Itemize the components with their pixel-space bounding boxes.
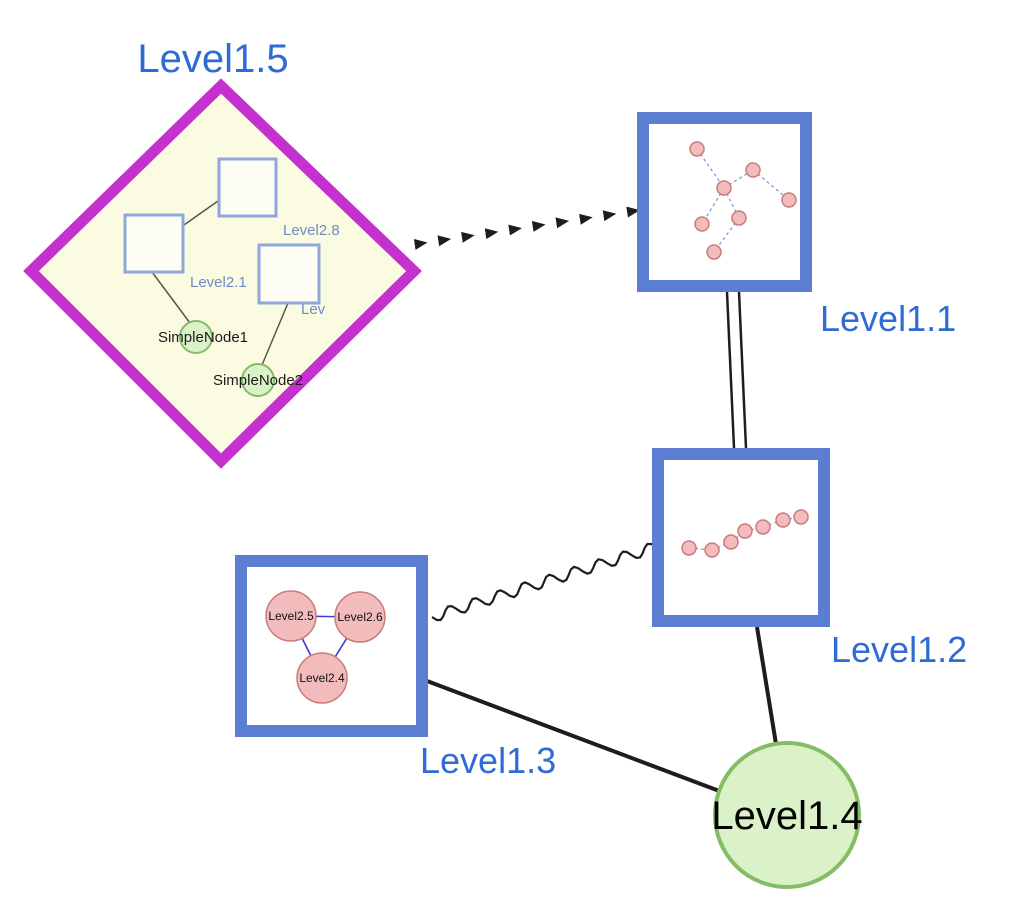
mini-node[interactable] — [716, 180, 732, 196]
mini-node[interactable] — [704, 542, 720, 558]
simplenode2-label: SimpleNode2 — [213, 372, 303, 389]
double-edge-line[interactable] — [737, 291, 748, 449]
level24-circle[interactable] — [296, 652, 348, 704]
level13-label: Level1.3 — [420, 740, 556, 781]
mini-node[interactable] — [781, 192, 797, 208]
mini-node[interactable] — [745, 162, 761, 178]
mini-node[interactable] — [731, 210, 747, 226]
level25-circle[interactable] — [265, 590, 317, 642]
mini-edge[interactable] — [696, 148, 725, 189]
inner-edge-square-simplenode1[interactable] — [151, 271, 191, 324]
level11-box[interactable] — [637, 112, 812, 292]
edge-level13-level14[interactable] — [426, 679, 723, 794]
mini-node[interactable] — [737, 523, 753, 539]
level15-label: Level1.5 — [137, 37, 288, 81]
level24-label: Level2.4 — [299, 671, 345, 685]
node-level13: Level2.5 Level2.6 Level2.4 Level1.3 — [235, 555, 556, 781]
inner-square-node-left[interactable] — [123, 213, 185, 274]
lev-label: Lev — [301, 301, 326, 318]
level25-label: Level2.5 — [268, 609, 314, 623]
level11-label: Level1.1 — [820, 298, 956, 339]
edge-level12-level14[interactable] — [755, 626, 778, 745]
simplenode1-circle[interactable] — [179, 320, 213, 354]
mini-node[interactable] — [755, 519, 771, 535]
edge-level11-level12[interactable] — [725, 291, 748, 449]
level12-label: Level1.2 — [831, 629, 967, 670]
edge-level13-level12[interactable] — [431, 542, 657, 622]
mini-edge[interactable] — [752, 169, 790, 201]
node-level12: Level1.2 — [652, 448, 967, 670]
level14-circle[interactable] — [713, 741, 861, 889]
level14-label: Level1.4 — [711, 794, 862, 838]
level21-label: Level2.1 — [190, 274, 247, 291]
level26-circle[interactable] — [334, 591, 386, 643]
double-edge-line[interactable] — [725, 291, 736, 449]
mini-node[interactable] — [775, 512, 791, 528]
node-level14: Level1.4 — [711, 741, 863, 889]
level15-diamond-shape[interactable] — [23, 78, 422, 469]
mini-node[interactable] — [793, 509, 809, 525]
mini-node[interactable] — [694, 216, 710, 232]
group-node-level15: Level2.8 Level2.1 Lev SimpleNode1 Simple… — [23, 37, 422, 469]
simplenode1-label: SimpleNode1 — [158, 329, 248, 346]
inner-edge-square-simplenode2[interactable] — [261, 302, 289, 366]
node-level11: Level1.1 — [637, 112, 956, 339]
simplenode2-circle[interactable] — [241, 363, 275, 397]
mini-node[interactable] — [681, 540, 697, 556]
mini-node[interactable] — [723, 534, 739, 550]
level13-box[interactable] — [235, 555, 428, 737]
edge-level15-level11[interactable] — [398, 206, 640, 250]
inner-square-node-top[interactable] — [217, 157, 278, 218]
inner-square-node-right[interactable] — [257, 243, 321, 305]
mini-node[interactable] — [689, 141, 705, 157]
mini-node[interactable] — [706, 244, 722, 260]
inner-edge-square-square[interactable] — [183, 200, 219, 226]
level12-box[interactable] — [652, 448, 830, 627]
level28-label: Level2.8 — [283, 222, 340, 239]
level26-label: Level2.6 — [337, 610, 383, 624]
